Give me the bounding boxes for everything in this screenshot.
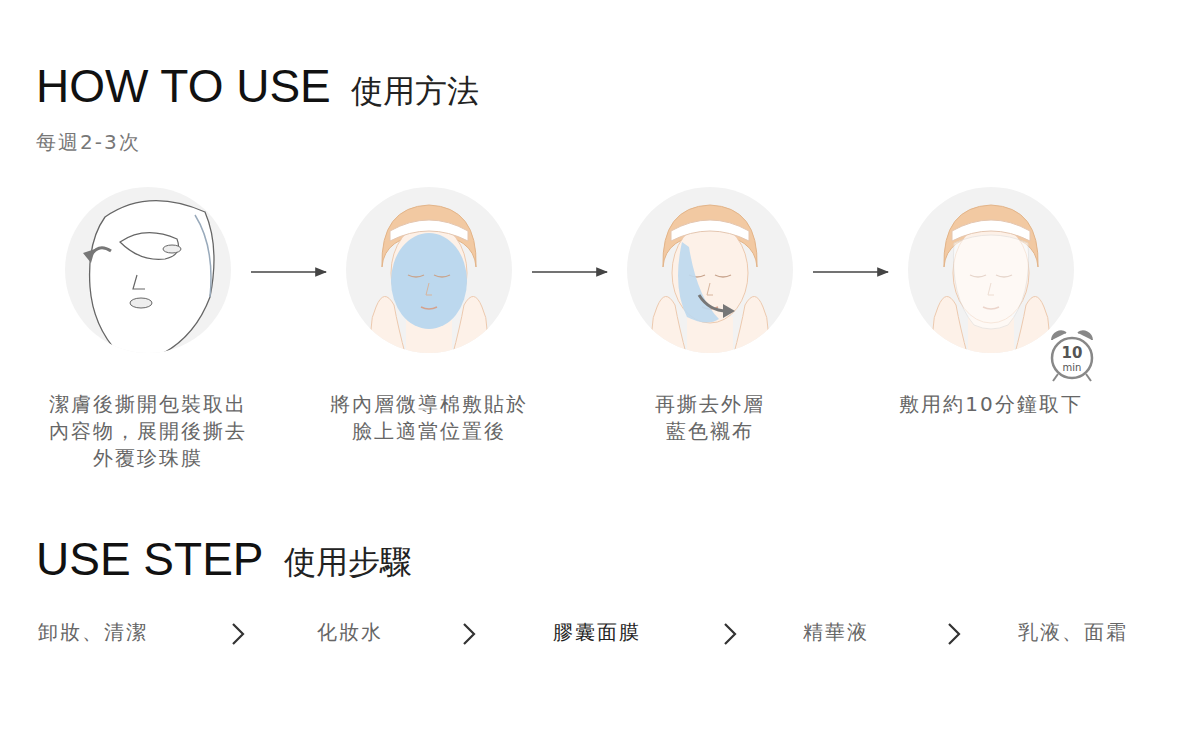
text-label: 每週2-3次 [36,130,141,154]
text-label: min [1063,362,1082,374]
step-caption: 敷用約10分鐘取下 [881,391,1101,418]
text-label: 化妝水 [317,620,383,644]
text-label: 膠囊面膜 [553,620,641,644]
step-node: 敷用約10分鐘取下 [908,187,1074,353]
step-illustration [65,187,231,353]
step-arrow [813,271,888,273]
step-illustration [908,187,1074,353]
text-label: 10 [1062,344,1083,362]
alarm-clock [1052,331,1092,381]
text-label: USE STEP [36,532,264,587]
step-arrow [532,271,607,273]
step-caption: 再撕去外層 藍色襯布 [650,391,770,445]
step-illustration [627,187,793,353]
step-illustration [346,187,512,353]
text-label: 卸妝、清潔 [38,620,148,644]
text-label: 乳液、面霜 [1018,620,1128,644]
step-node: 再撕去外層 藍色襯布 [627,187,793,353]
step-caption: 將內層微導棉敷貼於 臉上適當位置後 [325,391,533,445]
step-node: 潔膚後撕開包裝取出 內容物，展開後撕去 外覆珍珠膜 [65,187,231,353]
text-label: 使用步驟 [284,543,412,581]
step-node: 將內層微導棉敷貼於 臉上適當位置後 [346,187,512,353]
step-caption: 潔膚後撕開包裝取出 內容物，展開後撕去 外覆珍珠膜 [44,391,252,472]
text-label: 使用方法 [351,72,479,110]
step-arrow [251,271,326,273]
page-title: HOW TO USE [36,58,331,114]
text-label: 精華液 [803,620,869,644]
